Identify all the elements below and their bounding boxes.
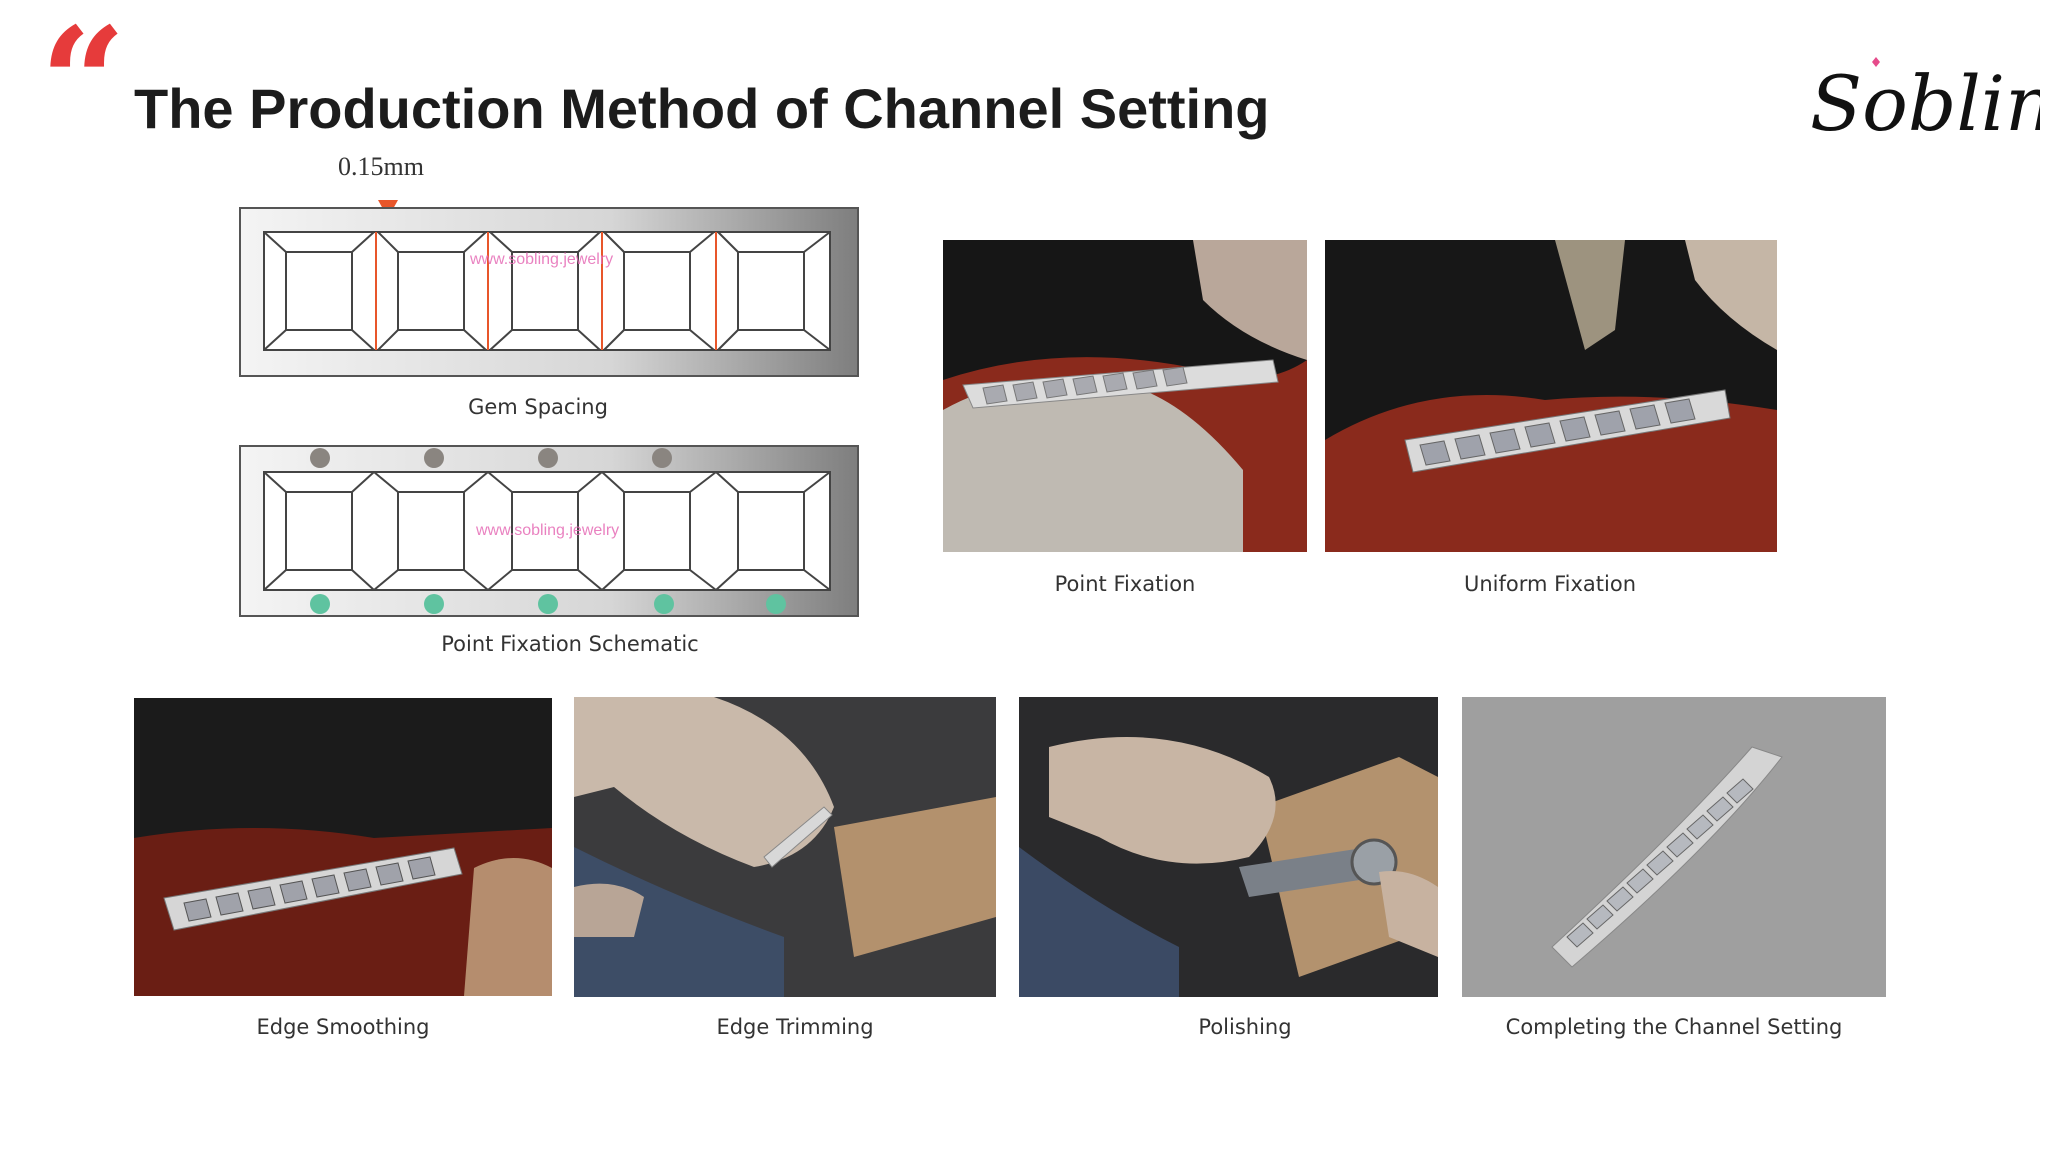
- caption-gem-spacing: Gem Spacing: [468, 395, 608, 419]
- caption-edge-trimming: Edge Trimming: [716, 1015, 874, 1039]
- point-fixation-schematic-diagram: [238, 444, 860, 620]
- photo-point-fixation: [943, 240, 1307, 552]
- top-prong-dots: [310, 448, 672, 468]
- caption-polishing: Polishing: [1198, 1015, 1292, 1039]
- watermark: www.sobling.jewelry: [476, 522, 620, 539]
- bottom-prong-dots: [310, 594, 786, 614]
- caption-completing: Completing the Channel Setting: [1505, 1015, 1843, 1039]
- photo-uniform-fixation: [1325, 240, 1777, 552]
- brand-logo: Sobling: [1800, 30, 2048, 160]
- quote-mark-icon: “: [40, 0, 127, 171]
- photo-completing: [1462, 697, 1886, 997]
- measurement-label: 0.15mm: [338, 152, 424, 181]
- photo-edge-smoothing: [134, 698, 552, 996]
- gem-icon: [1872, 57, 1880, 67]
- brand-logo-text: Sobling: [1810, 59, 2040, 148]
- watermark: www.sobling.jewelry: [470, 251, 614, 268]
- gem-spacing-diagram: [238, 200, 860, 380]
- caption-edge-smoothing: Edge Smoothing: [256, 1015, 430, 1039]
- page-title: The Production Method of Channel Setting: [134, 77, 1270, 140]
- photo-polishing: [1019, 697, 1438, 997]
- caption-point-fixation: Point Fixation: [1054, 572, 1196, 596]
- caption-uniform-fixation: Uniform Fixation: [1463, 572, 1637, 596]
- photo-edge-trimming: [574, 697, 996, 997]
- caption-point-fixation-schematic: Point Fixation Schematic: [441, 632, 699, 656]
